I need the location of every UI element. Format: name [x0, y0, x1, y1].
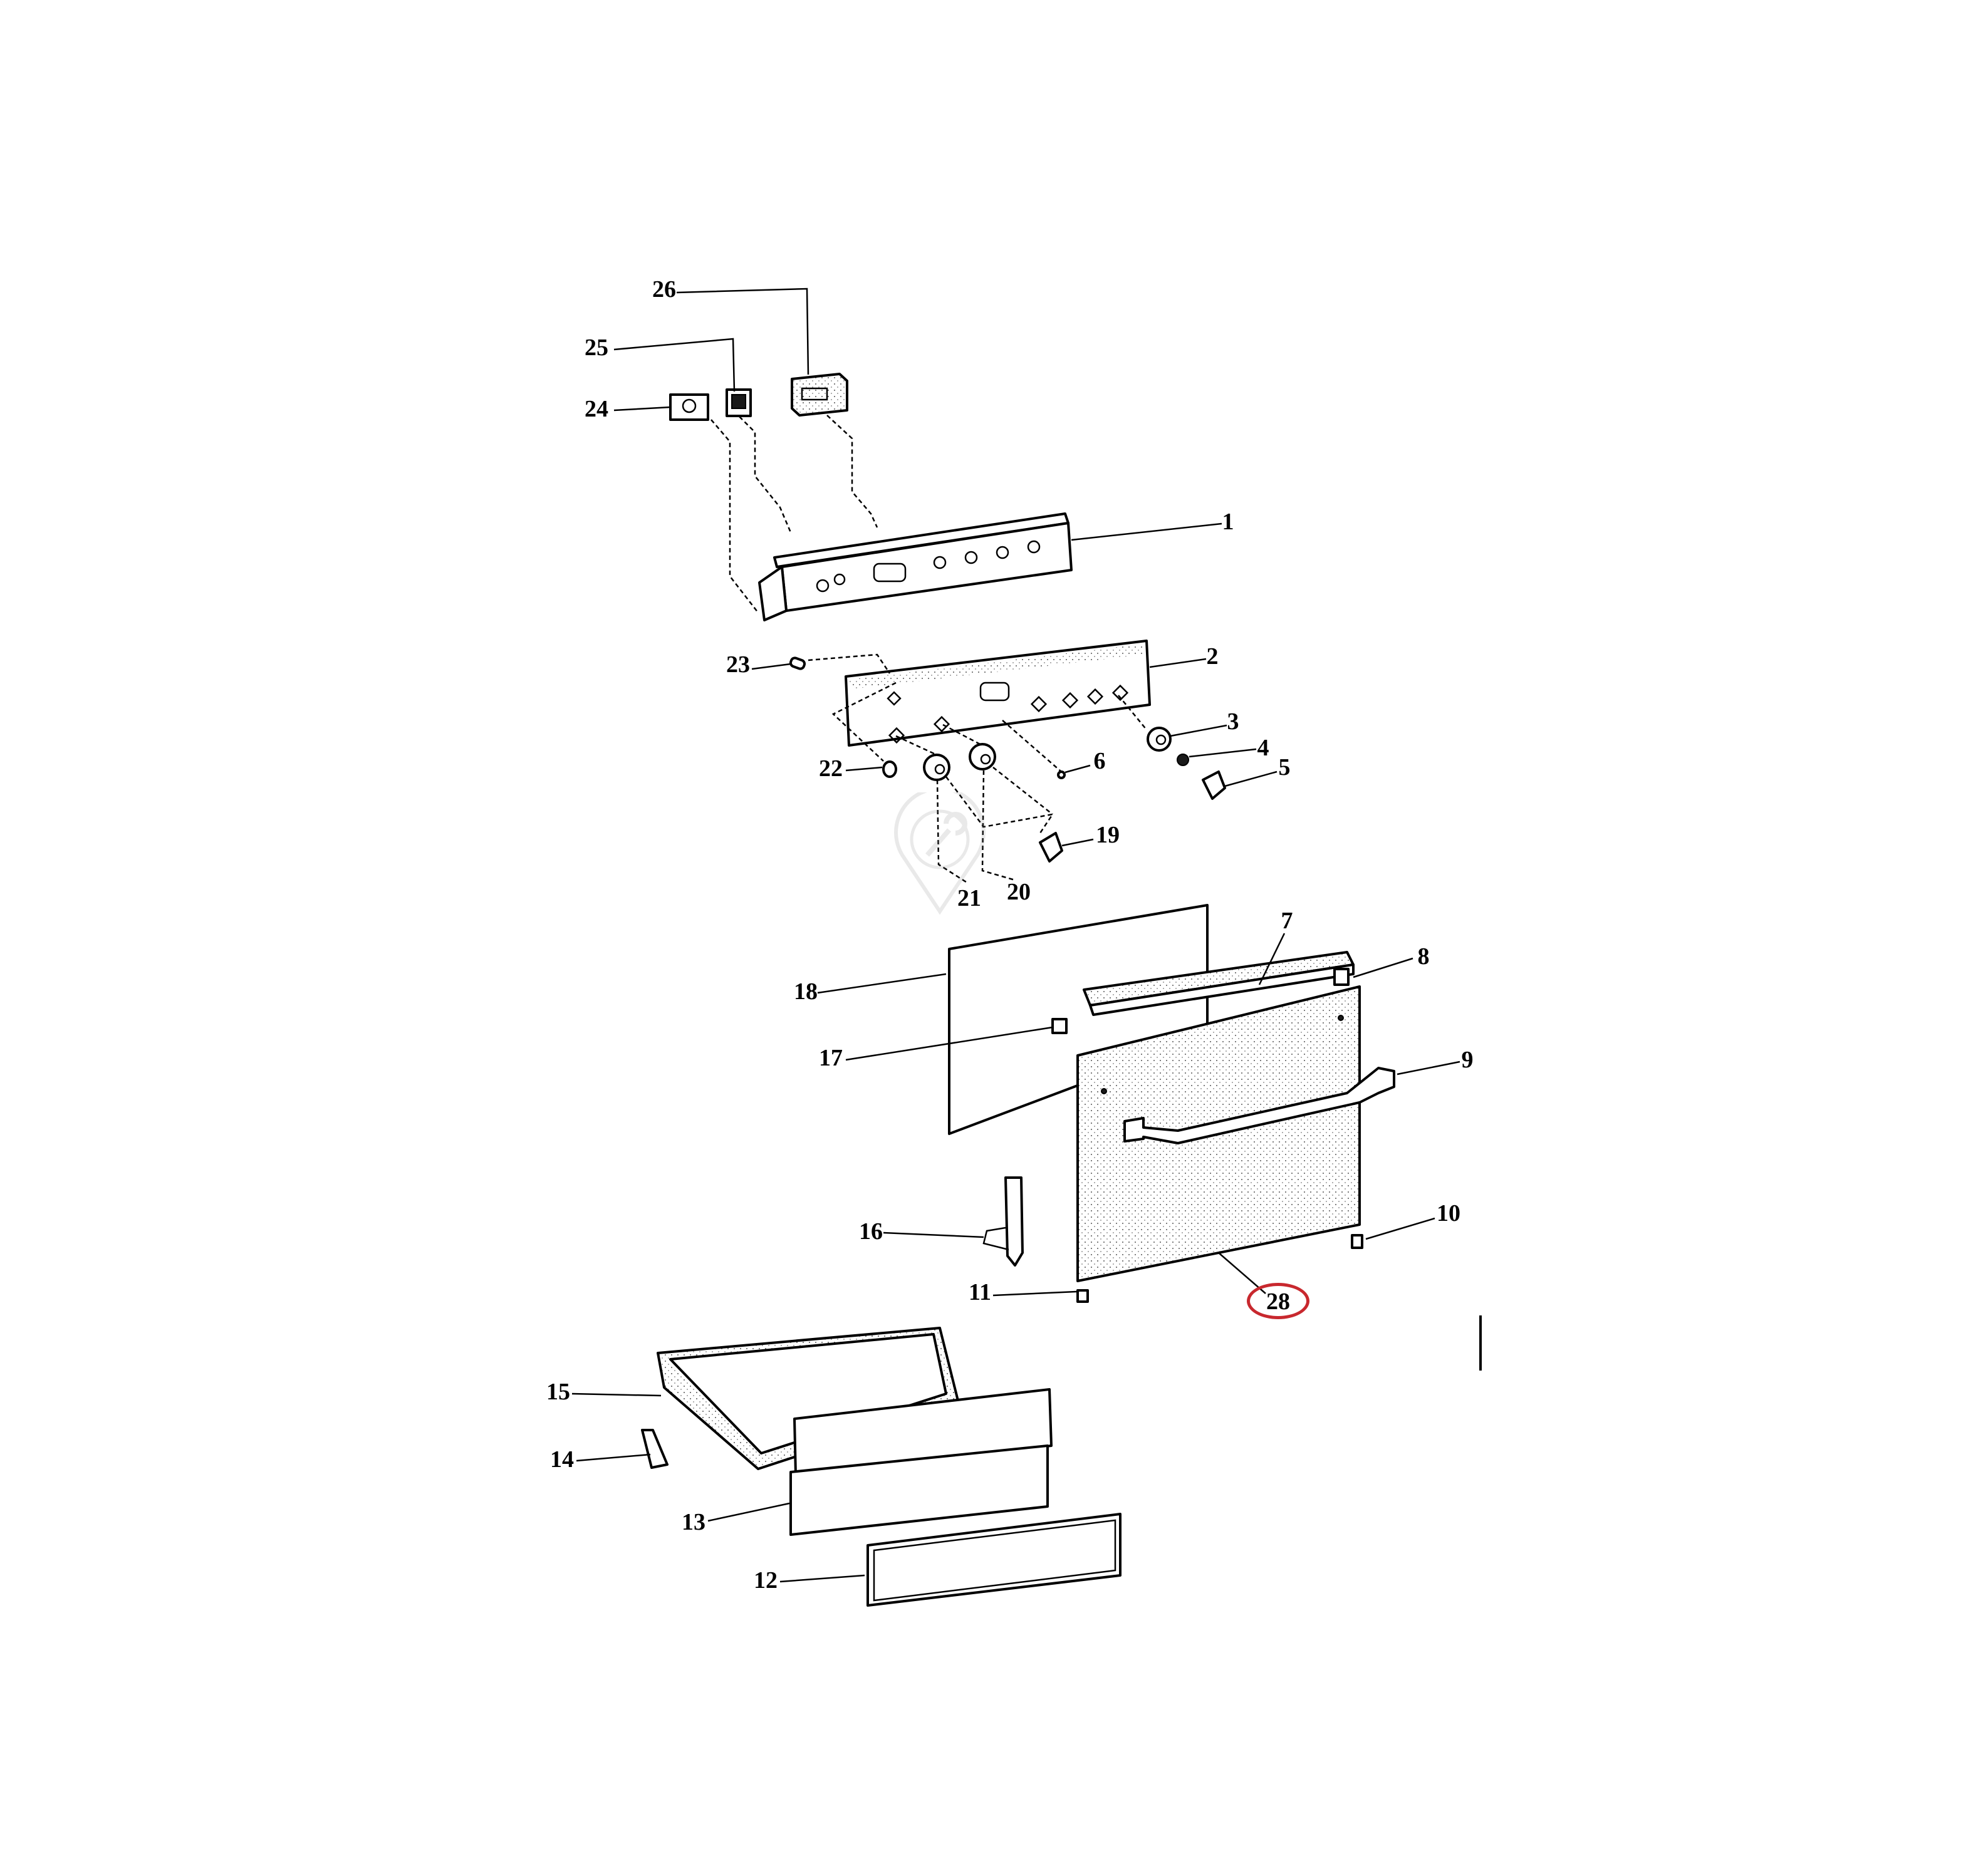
callout-15[interactable]: 15 [546, 1379, 570, 1405]
callout-16[interactable]: 16 [859, 1218, 883, 1245]
part-24-selector-switch[interactable] [669, 393, 709, 421]
part-1-control-panel-housing[interactable] [758, 512, 1073, 621]
part-23-neon-light[interactable] [789, 656, 806, 670]
part-10-door-hinge-cover[interactable] [1351, 1234, 1363, 1249]
part-8-trim-end-cap[interactable] [1333, 968, 1350, 986]
callout-6[interactable]: 6 [1093, 748, 1106, 774]
part-20-knob-bezel[interactable] [969, 743, 996, 770]
callout-26[interactable]: 26 [652, 276, 676, 303]
callout-17[interactable]: 17 [819, 1045, 843, 1071]
callout-22[interactable]: 22 [819, 755, 843, 782]
part-12-drawer-front-panel[interactable] [866, 1513, 1122, 1607]
part-11-door-hinge-cover[interactable] [1076, 1289, 1089, 1303]
callout-13[interactable]: 13 [682, 1509, 705, 1535]
callout-23[interactable]: 23 [726, 651, 750, 678]
callout-2[interactable]: 2 [1206, 643, 1219, 670]
part-17-glass-clip[interactable] [1051, 1018, 1068, 1034]
callout-10[interactable]: 10 [1437, 1200, 1460, 1226]
callout-5[interactable]: 5 [1278, 754, 1291, 780]
callout-20[interactable]: 20 [1007, 879, 1031, 905]
callout-11[interactable]: 11 [969, 1279, 991, 1305]
part-14-drawer-runner-clip[interactable] [641, 1429, 669, 1469]
callout-24[interactable]: 24 [585, 396, 608, 422]
callout-18[interactable]: 18 [794, 978, 818, 1005]
part-21-knob-bezel[interactable] [923, 754, 950, 781]
highlight-circle-28 [1247, 1283, 1309, 1319]
part-4-spring[interactable] [1177, 754, 1189, 766]
callout-14[interactable]: 14 [550, 1446, 574, 1473]
part-9-door-handle[interactable] [1123, 1067, 1395, 1144]
part-19-control-knob[interactable] [1039, 832, 1063, 863]
part-7-door-top-trim[interactable] [1083, 951, 1355, 1016]
callout-1[interactable]: 1 [1222, 509, 1234, 535]
part-2-control-fascia[interactable] [845, 640, 1151, 747]
part-5-control-knob[interactable] [1202, 770, 1226, 800]
callout-12[interactable]: 12 [754, 1567, 778, 1594]
part-16-door-hinge[interactable] [982, 1176, 1024, 1267]
part-3-knob-bezel[interactable] [1147, 727, 1172, 752]
callout-21[interactable]: 21 [957, 885, 981, 911]
part-13-drawer-front-frame[interactable] [789, 1388, 1053, 1536]
part-25-thermostat[interactable] [726, 388, 752, 417]
callout-8[interactable]: 8 [1417, 943, 1430, 970]
part-6-indicator-lamp[interactable] [1057, 770, 1066, 779]
part-26-programmer-timer[interactable] [791, 373, 848, 417]
part-22-button[interactable] [882, 760, 897, 778]
callout-25[interactable]: 25 [585, 334, 608, 361]
callout-9[interactable]: 9 [1461, 1047, 1474, 1073]
callout-3[interactable]: 3 [1227, 708, 1239, 735]
callout-19[interactable]: 19 [1096, 822, 1120, 848]
callout-4[interactable]: 4 [1257, 735, 1269, 761]
part-15-storage-drawer[interactable] [657, 1327, 960, 1470]
callout-7[interactable]: 7 [1281, 908, 1293, 934]
